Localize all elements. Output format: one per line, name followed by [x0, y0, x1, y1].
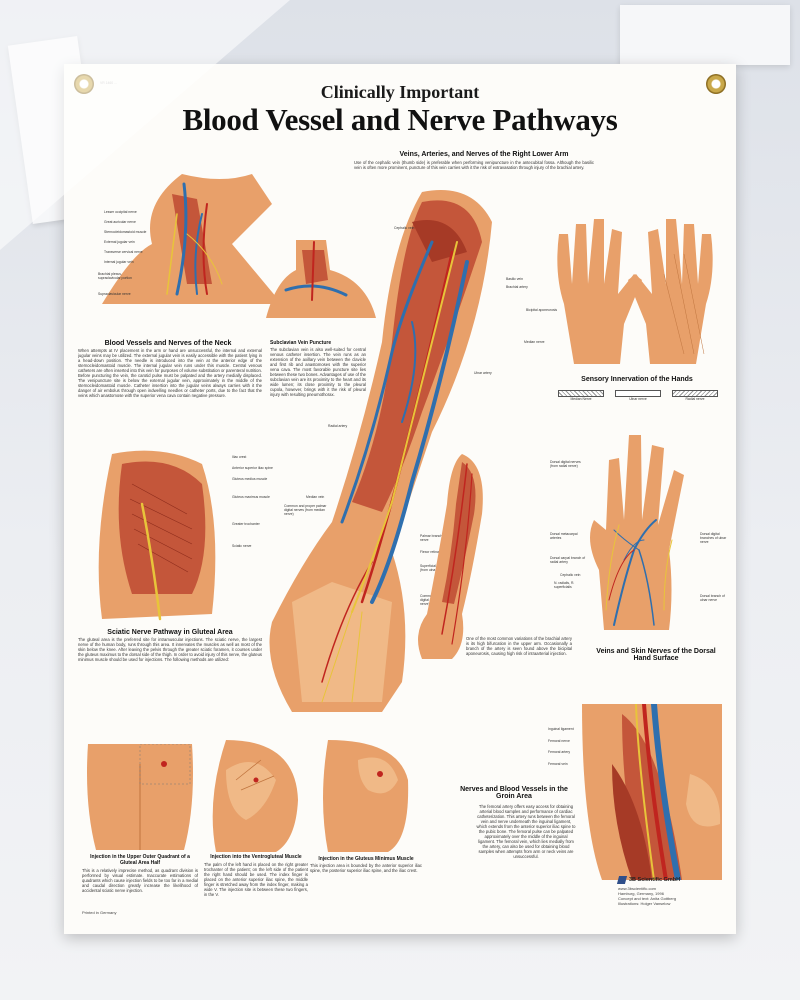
subclavian-illustration: [266, 240, 376, 318]
arm-label: Median vein: [306, 495, 325, 499]
neck-heading: Blood Vessels and Nerves of the Neck: [104, 340, 232, 347]
dorsal-heading: Veins and Skin Nerves of the Dorsal Hand…: [596, 648, 716, 662]
arm-label: Bicipital aponeurosis: [526, 308, 558, 312]
lower-arm-illustration: [269, 190, 492, 712]
legend-swatch: [672, 390, 718, 397]
brand-logo-icon: [616, 876, 628, 884]
arm-label: Ulnar artery: [474, 371, 492, 375]
lower-arm-text: Use of the cephalic vein (thumb side) is…: [354, 160, 594, 170]
anatomy-poster: VR 1460 ... Clinically Important Blood V…: [64, 64, 736, 934]
neck-label: Transverse cervical nerve: [104, 250, 143, 254]
dorsal-label: Dorsal carpal branch of radial artery: [550, 556, 586, 564]
gluteal-label: Gluteus maximus muscle: [232, 495, 270, 499]
legend-label: Radial nerve: [685, 397, 705, 401]
credit-line: Hamburg, Germany, 1996: [618, 891, 664, 896]
legend-label: Ulnar nerve: [629, 397, 647, 401]
arm-label: Flexor retinaculum: [420, 550, 448, 554]
groin-label: Inguinal ligament: [548, 727, 574, 731]
grommet-right: [706, 74, 726, 94]
legend-item: Median Nerve: [558, 390, 604, 401]
groin-heading: Nerves and Blood Vessels in the Groin Ar…: [460, 786, 568, 800]
gluteal-heading: Sciatic Nerve Pathway in Gluteal Area: [107, 629, 233, 636]
groin-illustration: [582, 704, 722, 880]
injection-gluteus-minimus-illustration: [323, 740, 409, 852]
legend-swatch: [558, 390, 604, 397]
injection-heading: Injection in the Upper Outer Quadrant of…: [90, 854, 190, 866]
credit-line: Concept and text: Anita Gottberg: [618, 896, 677, 901]
brand-block: 3B Scientific GmbH www.3bscientific.com …: [616, 876, 728, 906]
legend-label: Median Nerve: [570, 397, 592, 401]
injection-heading: Injection into the Ventrogluteal Muscle: [210, 854, 302, 860]
injection-text: This injection area is bounded by the an…: [310, 863, 422, 873]
gluteal-text: The gluteal area is the preferred site f…: [78, 637, 262, 662]
subclavian-text: The subclavian vein is also well-suited …: [270, 347, 366, 397]
hands-legend: Median Nerve Ulnar nerve Radial nerve: [558, 390, 718, 401]
groin-text: The femoral artery offers easy access fo…: [476, 804, 576, 859]
neck-label: Brachial plexus, supraclavicular portion: [98, 272, 132, 280]
poster-subtitle: Clinically Important: [320, 82, 480, 102]
neck-text: When attempts at IV placement in the arm…: [78, 348, 262, 398]
injection-text: This is a relatively imprecise method, a…: [82, 868, 198, 893]
dorsal-hand-illustration: [590, 435, 684, 630]
gluteal-label: Gluteus medius muscle: [232, 477, 268, 481]
gluteal-label: Anterior superior iliac spine: [232, 466, 273, 470]
arm-label: Common and proper palmar digital nerves …: [284, 504, 327, 516]
dorsal-label: Dorsal metacarpal arteries: [550, 532, 578, 540]
background-sheet: [620, 5, 790, 65]
groin-label: Femoral vein: [548, 762, 568, 766]
dorsal-label: Dorsal branch of ulnar nerve: [700, 594, 725, 602]
palm-hands-illustration: [557, 219, 713, 364]
brand-website: www.3bscientific.com: [618, 886, 657, 891]
gluteal-label: Iliac crest: [232, 455, 247, 459]
brand-name: 3B Scientific GmbH: [629, 877, 681, 883]
legend-swatch: [615, 390, 661, 397]
neck-label: Supraclavicular nerve: [98, 292, 131, 296]
arm-label: Cephalic vein: [394, 226, 415, 230]
legend-item: Ulnar nerve: [615, 390, 661, 401]
credit-line: Illustrations: Holger Vanselow: [618, 901, 671, 906]
brachial-variation-text: One of the most common variations of the…: [466, 636, 572, 656]
forearm-variation-illustration: [418, 454, 483, 659]
injection-heading: Injection in the Gluteus Minimus Muscle: [318, 856, 414, 862]
gluteal-label: Greater trochanter: [232, 522, 260, 526]
gluteal-illustration: [98, 450, 216, 621]
arm-label: Palmar branch of ulnar nerve: [420, 534, 455, 542]
arm-label: Brachial artery: [506, 285, 528, 289]
arm-label: Basilic vein: [506, 277, 523, 281]
subclavian-heading: Subclavian Vein Puncture: [270, 340, 332, 346]
dorsal-label: Cephalic vein: [560, 573, 581, 577]
groin-label: Femoral nerve: [548, 739, 570, 743]
dorsal-label: Dorsal digital nerves (from radial nerve…: [550, 460, 581, 468]
arm-label: Radial artery: [328, 424, 348, 428]
gluteal-label: Sciatic nerve: [232, 544, 252, 548]
hands-heading: Sensory Innervation of the Hands: [581, 376, 693, 383]
neck-label: Internal jugular vein: [104, 260, 134, 264]
brand-logo: 3B Scientific GmbH: [616, 876, 728, 884]
printed-in: Printed in Germany: [82, 910, 117, 915]
lower-arm-heading: Veins, Arteries, and Nerves of the Right…: [399, 151, 569, 158]
injection-upper-quadrant-illustration: [87, 744, 193, 850]
groin-label: Femoral artery: [548, 750, 571, 754]
legend-item: Radial nerve: [672, 390, 718, 401]
dorsal-label: Dorsal digital branches of ulnar nerve: [700, 532, 727, 544]
arm-label: Median nerve: [524, 340, 545, 344]
injection-ventrogluteal-illustration: [212, 740, 298, 852]
glare-reflection: [0, 0, 290, 250]
dorsal-label: N. radialis, R. superficialis: [554, 581, 575, 589]
injection-text: The palm of the left hand is placed on t…: [204, 862, 308, 897]
